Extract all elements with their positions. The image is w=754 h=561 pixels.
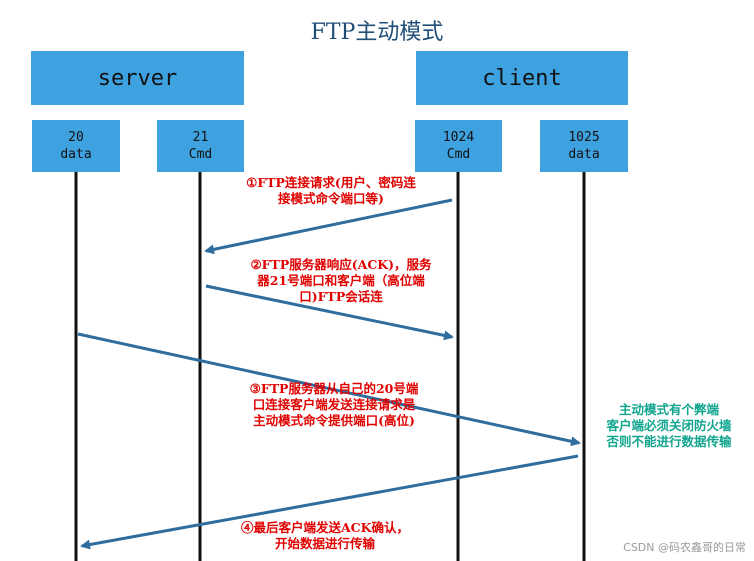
step-1-line-1: ①FTP连接请求(用户、密码连 bbox=[246, 175, 416, 190]
port-box-1024: 1024 Cmd bbox=[415, 120, 502, 172]
port-number: 20 bbox=[68, 130, 84, 145]
port-box-21: 21 Cmd bbox=[157, 120, 244, 172]
remark-line-2: 客户端必须关闭防火墙 bbox=[606, 418, 732, 433]
step-2-line-2: 器21号端口和客户端（高位端 bbox=[257, 273, 425, 288]
port-number: 21 bbox=[192, 130, 209, 145]
diagram-title: FTP主动模式 bbox=[310, 20, 444, 45]
step-2-line-3: 口)FTP会话连 bbox=[299, 289, 383, 304]
step-2-note: ②FTP服务器响应(ACK)，服务 器21号端口和客户端（高位端 口)FTP会话… bbox=[225, 257, 457, 305]
arrow-step-4 bbox=[80, 454, 579, 550]
port-type: Cmd bbox=[446, 147, 471, 162]
port-type: Cmd bbox=[188, 147, 213, 162]
watermark: CSDN @码农鑫哥的日常 bbox=[623, 541, 746, 554]
step-3-line-2: 口连接客户端发送连接请求是 bbox=[252, 397, 416, 412]
client-box: client bbox=[416, 51, 628, 105]
port-type: data bbox=[568, 147, 600, 162]
step-4-note: ④最后客户端发送ACK确认， 开始数据进行传输 bbox=[220, 520, 430, 552]
arrow-step-1 bbox=[204, 198, 453, 255]
port-type: data bbox=[60, 147, 92, 162]
step-1-line-2: 接模式命令端口等) bbox=[278, 191, 384, 206]
step-3-note: ③FTP服务器从自己的20号端 口连接客户端发送连接请求是 主动模式命令提供端口… bbox=[216, 381, 452, 429]
drawback-remark: 主动模式有个弊端 客户端必须关闭防火墙 否则不能进行数据传输 bbox=[585, 402, 753, 450]
port-box-20: 20 data bbox=[32, 120, 120, 172]
step-1-note: ①FTP连接请求(用户、密码连 接模式命令端口等) bbox=[218, 175, 444, 207]
step-4-line-1: ④最后客户端发送ACK确认， bbox=[240, 520, 409, 535]
step-3-line-1: ③FTP服务器从自己的20号端 bbox=[249, 381, 419, 396]
step-2-line-1: ②FTP服务器响应(ACK)，服务 bbox=[250, 257, 432, 272]
server-box: server bbox=[31, 51, 244, 105]
step-4-line-2: 开始数据进行传输 bbox=[274, 536, 375, 551]
step-3-line-3: 主动模式命令提供端口(高位) bbox=[253, 413, 415, 428]
arrow-step-2 bbox=[205, 284, 454, 341]
arrow-step-3 bbox=[77, 332, 581, 447]
remark-line-1: 主动模式有个弊端 bbox=[618, 402, 719, 417]
remark-line-3: 否则不能进行数据传输 bbox=[606, 434, 732, 449]
port-number: 1025 bbox=[568, 130, 600, 145]
port-number: 1024 bbox=[442, 130, 475, 145]
port-box-1025: 1025 data bbox=[540, 120, 628, 172]
